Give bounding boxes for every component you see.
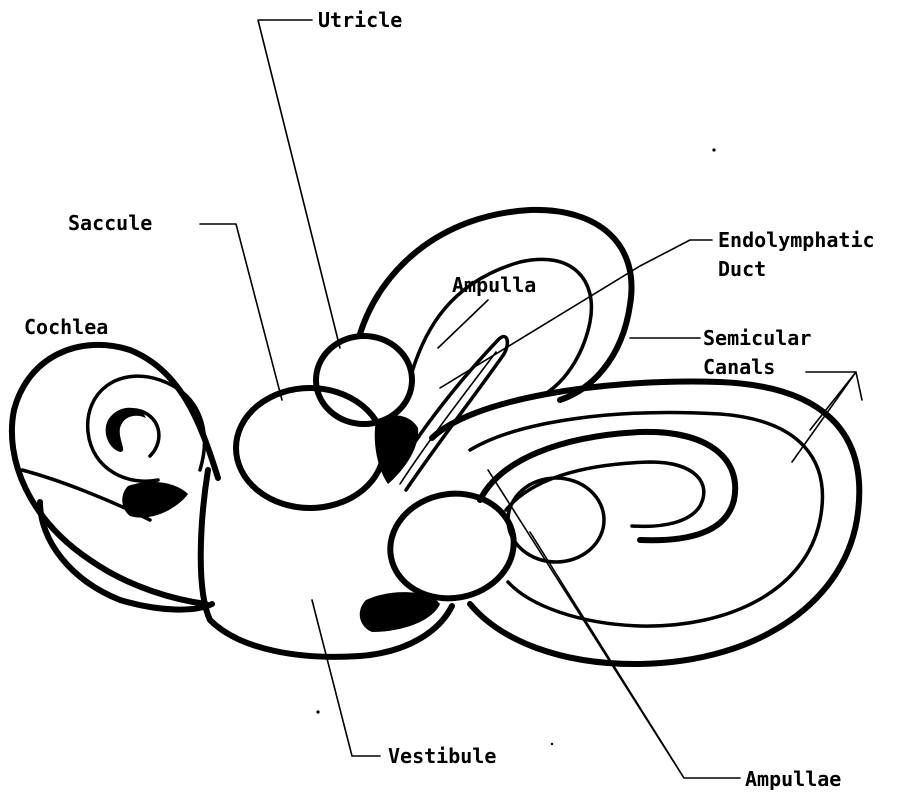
cochlea [12,345,218,610]
label-ampullae: Ampullae [745,767,841,791]
label-utricle: Utricle [318,8,402,32]
label-ampulla: Ampulla [452,273,536,297]
endolymphatic-duct-center [400,352,496,484]
lateral-canal-inner [470,413,822,627]
leader-utricle [258,20,340,348]
label-semicircular-line2: Canals [703,355,775,379]
posterior-canal-outer [480,432,735,540]
leader-endolymphatic [440,240,712,388]
utricle-shadow [375,415,418,484]
lateral-canal-outer [432,382,859,664]
cochlea-lower-turn [40,502,212,610]
label-semicircular-line1: Semicular [703,326,811,350]
label-endolymphatic-line2: Duct [718,257,766,281]
posterior-ampulla [508,478,604,562]
cochlea-middle-turn [88,376,205,481]
speck [551,743,553,745]
ampulla-large [382,484,522,608]
label-vestibule: Vestibule [388,744,496,768]
cochlea-apex-blot [106,408,146,452]
label-cochlea: Cochlea [24,315,108,339]
label-saccule: Saccule [68,211,152,235]
speck [712,148,715,151]
leader-saccule [200,224,282,400]
saccule-sac [236,388,384,508]
label-endolymphatic-line1: Endolymphatic [718,228,875,252]
speck [316,710,319,713]
vestibule-outline [201,470,452,657]
